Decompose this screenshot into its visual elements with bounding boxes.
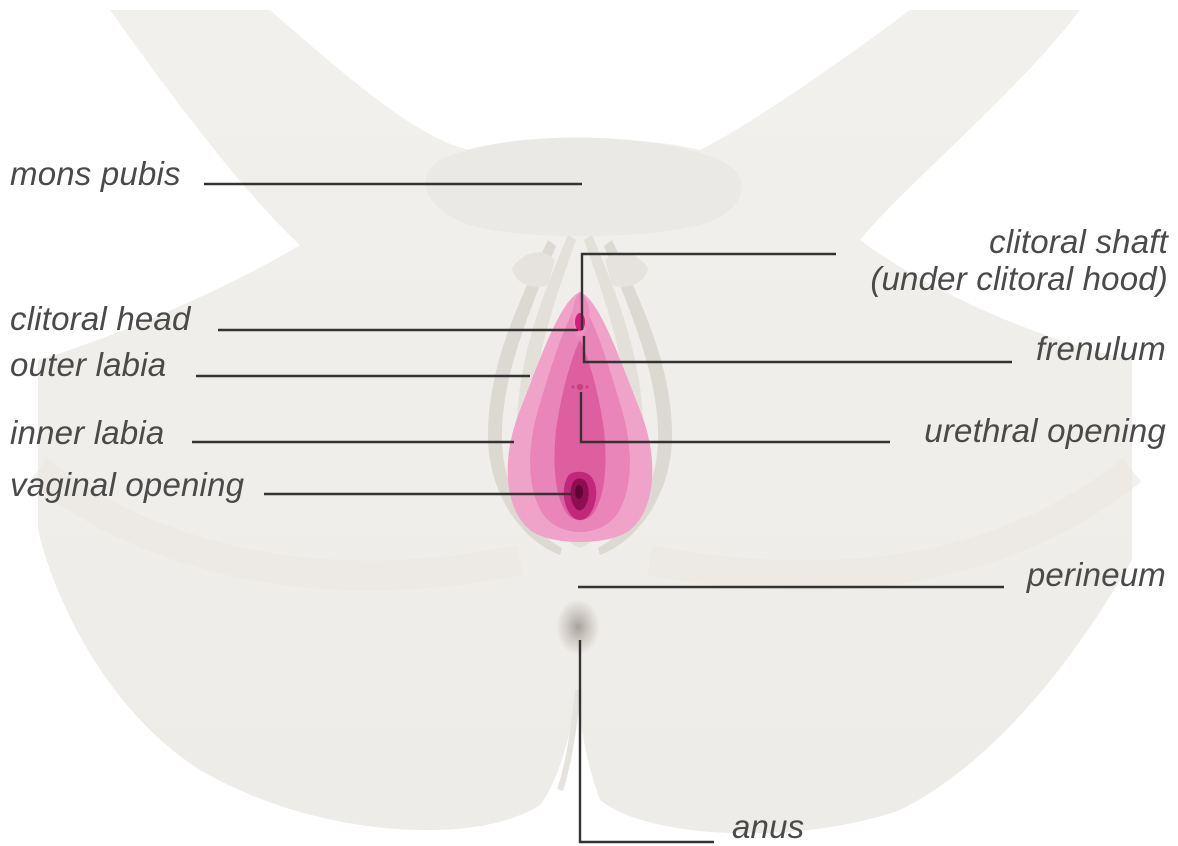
clitoral-head-shape [575,313,585,331]
label-clitoral-shaft-line2: (under clitoral hood) [870,260,1168,297]
label-inner-labia: inner labia [10,414,164,452]
label-urethral-opening: urethral opening [924,412,1166,450]
anus-shape [556,599,600,655]
label-outer-labia: outer labia [10,346,166,384]
label-mons-pubis: mons pubis [10,155,181,193]
label-clitoral-head: clitoral head [10,300,191,338]
label-vaginal-opening: vaginal opening [10,466,244,504]
mons-shape [426,138,742,237]
label-clitoral-shaft: clitoral shaft (under clitoral hood) [870,223,1168,297]
label-frenulum: frenulum [1036,330,1166,368]
label-perineum: perineum [1027,556,1166,594]
label-clitoral-shaft-line1: clitoral shaft [870,223,1168,260]
label-anus: anus [732,808,804,846]
